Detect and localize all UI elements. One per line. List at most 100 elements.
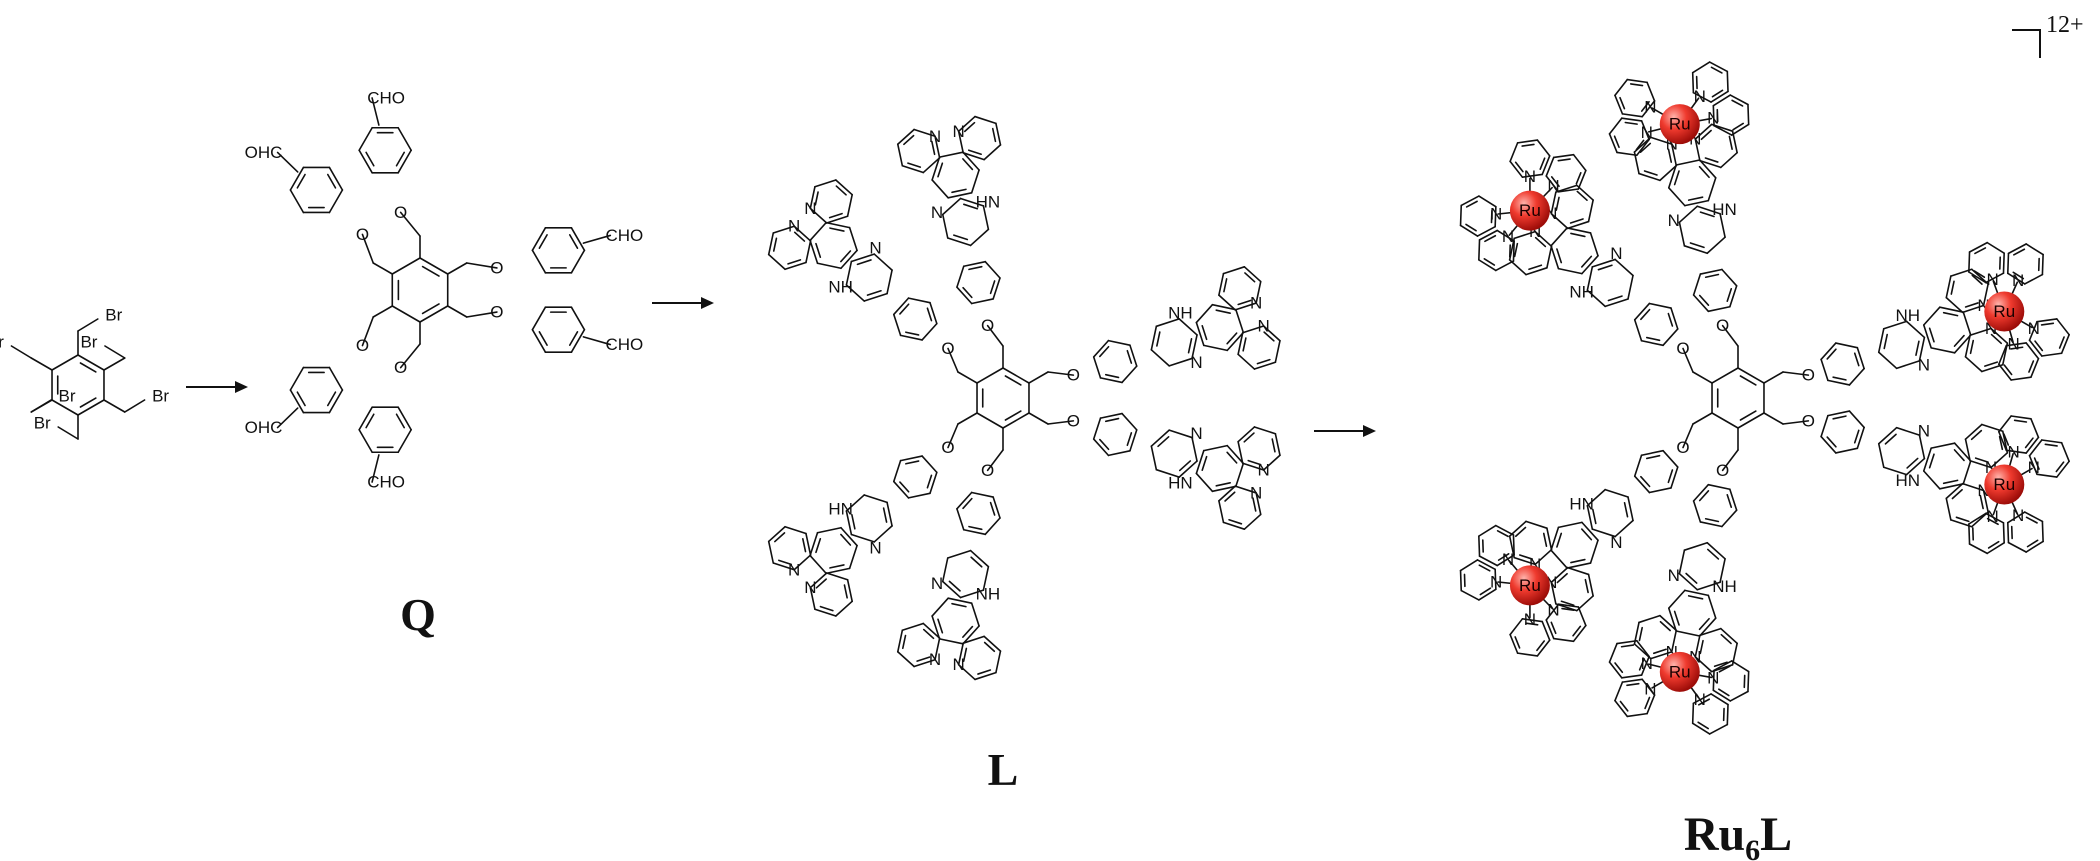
ring-bond (1905, 457, 1926, 476)
ring-bond (1698, 159, 1717, 179)
ring-bond (1710, 693, 1729, 706)
ring-bond (1962, 311, 1972, 336)
ring-bond (1478, 555, 1498, 567)
ring-bond (970, 298, 994, 305)
ring-bond (809, 185, 816, 210)
ring-bond (840, 249, 858, 270)
ring-double-bond (1732, 122, 1744, 131)
ring-bond (1459, 559, 1479, 572)
ring-double-bond (2026, 539, 2039, 548)
ring-bond (901, 622, 925, 632)
ring-bond (1496, 554, 1515, 567)
ring-bond (1572, 153, 1587, 172)
ring-bond (1191, 334, 1198, 360)
ring-double-bond (1629, 83, 1644, 87)
ring-double-bond (1685, 572, 1698, 584)
ring-bond (1945, 275, 1952, 299)
ring-double-bond (1550, 621, 1557, 635)
ring-bond (1627, 496, 1634, 522)
ring-bond (1099, 377, 1123, 384)
ring-bond (984, 517, 1001, 536)
pyridine-nitrogen: N (929, 650, 941, 669)
ring-bond (1675, 159, 1701, 166)
ring-bond (1640, 655, 1650, 676)
imidazole-nitrogen: NH (976, 585, 1001, 604)
ring-double-bond (1689, 242, 1705, 249)
ring-bond (1712, 689, 1732, 702)
ring-bond (1587, 573, 1594, 597)
ring-bond (970, 491, 994, 498)
ring-double-bond (989, 280, 996, 295)
ring-double-bond (1853, 352, 1860, 367)
ring-bond (922, 157, 941, 174)
pyridine-ring (957, 115, 1002, 161)
ring-bond (1550, 212, 1569, 230)
ring-bond (1706, 541, 1726, 560)
phenanthroline-core (931, 151, 980, 199)
ring-bond (1566, 220, 1590, 230)
pyridine-ring (1694, 123, 1738, 169)
ring-double-bond (967, 149, 982, 156)
pyridine-nitrogen: N (929, 127, 941, 146)
ring-bond (1835, 342, 1859, 349)
ring-bond (1168, 429, 1193, 439)
bipyridine-nitrogen: N (1641, 654, 1653, 673)
ring-bond (809, 554, 827, 575)
ring-double-bond (1613, 135, 1620, 149)
ring-bond (1730, 660, 1750, 673)
bipyridine-nitrogen: N (1694, 690, 1706, 709)
ring-bond (825, 572, 849, 581)
ring-bond (957, 115, 976, 133)
phenyl-ring (1633, 449, 1679, 494)
bipyridine-nitrogen: N (2028, 458, 2040, 477)
aldehyde-bond (582, 336, 612, 346)
ring-bond (1820, 358, 1829, 382)
ruthenium-atom-label: Ru (1993, 302, 2015, 321)
ring-double-bond (1465, 223, 1477, 232)
ring-double-bond (1550, 176, 1560, 188)
ring-bond (931, 156, 941, 181)
ring-bond (1587, 199, 1594, 223)
ring-bond (1633, 319, 1643, 342)
bipyridine-ring (1459, 559, 1497, 601)
ring-double-bond (815, 578, 827, 589)
ring-double-bond (1704, 157, 1719, 163)
ring-double-bond (793, 231, 806, 242)
oxygen-atom: O (941, 339, 954, 358)
ring-double-bond (1942, 479, 1959, 485)
ring-bond (1494, 568, 1497, 591)
ring-bond (809, 531, 819, 557)
ring-bond (1614, 681, 1624, 702)
ring-bond (1253, 426, 1277, 435)
ring-double-bond (1555, 196, 1560, 211)
ch2-o-bond (399, 343, 421, 369)
phenyl-ring (956, 491, 1001, 536)
ring-bond (1545, 156, 1555, 177)
ring-double-bond (1639, 142, 1652, 153)
ring-bond (1962, 460, 1972, 485)
ring-bond (1552, 637, 1575, 643)
ring-bond (1241, 462, 1265, 471)
ch2-br-bond (77, 318, 99, 332)
ring-double-bond (1271, 438, 1276, 453)
ring-bond (1726, 70, 1729, 93)
ring-double-bond (1884, 433, 1897, 445)
ring-bond (921, 455, 938, 474)
ring-bond (1512, 534, 1515, 556)
phenyl-ring (531, 226, 586, 274)
bipyridine-ring (1712, 660, 1750, 702)
ch2-bond (103, 357, 126, 371)
ring-bond (1729, 94, 1749, 106)
ring-double-bond (1243, 432, 1255, 443)
ring-bond (1476, 225, 1496, 237)
ring-bond (1895, 426, 1921, 436)
ring-double-bond (1004, 410, 1022, 421)
bromine-atom: Br (105, 306, 122, 325)
ring-double-bond (1638, 626, 1643, 642)
ring-double-bond (902, 634, 907, 650)
ring-bond (962, 625, 980, 645)
ring-double-bond (829, 564, 845, 569)
ring-double-bond (326, 173, 337, 189)
ch2-o-bond (1721, 449, 1739, 472)
ring-bond (531, 249, 547, 274)
